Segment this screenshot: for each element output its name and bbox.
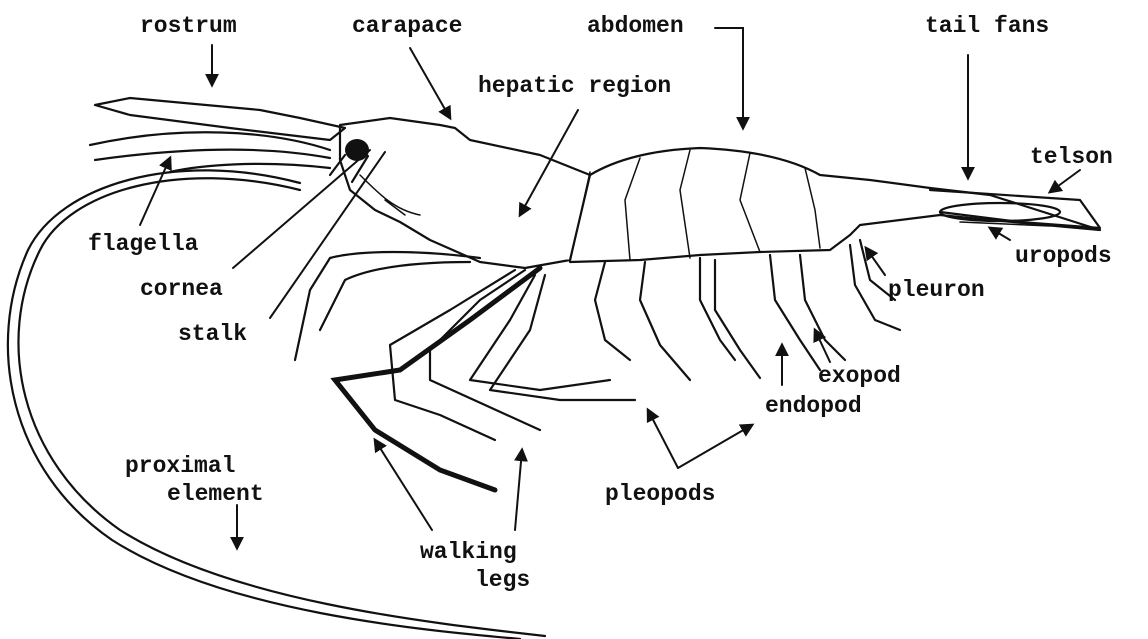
abdomen-segment-2 bbox=[625, 158, 640, 260]
flagellum-mid bbox=[95, 150, 330, 160]
cornea-shape bbox=[345, 139, 369, 161]
label-uropods: uropods bbox=[1015, 243, 1112, 269]
abdomen-arrow bbox=[715, 28, 743, 128]
abdomen-segment-4 bbox=[740, 153, 760, 252]
labels: rostrum carapace abdomen tail fans hepat… bbox=[88, 13, 1113, 593]
label-stalk: stalk bbox=[178, 321, 247, 347]
front-leg-b bbox=[320, 262, 470, 330]
abdomen-segment-3 bbox=[680, 150, 690, 258]
walking-legs bbox=[295, 252, 635, 490]
pleopod-2 bbox=[640, 262, 690, 380]
label-telson: telson bbox=[1030, 144, 1113, 170]
abdomen-segment-5 bbox=[805, 168, 820, 248]
flagella-arrow bbox=[140, 158, 170, 225]
label-flagella: flagella bbox=[88, 231, 199, 257]
walking-legs-arrow-left bbox=[375, 440, 432, 530]
walking-leg-1 bbox=[335, 268, 540, 490]
label-legs: legs bbox=[475, 567, 530, 593]
carapace-detail bbox=[360, 175, 420, 215]
pleopod-4 bbox=[715, 260, 760, 378]
pleopods-arrow-left bbox=[648, 410, 678, 468]
uropods-arrow bbox=[990, 228, 1010, 240]
label-walking: walking bbox=[420, 539, 517, 565]
pleopod-3 bbox=[700, 258, 735, 360]
carapace-arrow bbox=[410, 48, 450, 118]
label-hepatic-region: hepatic region bbox=[478, 73, 671, 99]
stalk-arrow bbox=[270, 152, 385, 318]
abdomen-segment-1 bbox=[570, 172, 590, 262]
label-pleuron: pleuron bbox=[888, 277, 985, 303]
label-pleopods: pleopods bbox=[605, 481, 715, 507]
label-exopod: exopod bbox=[818, 363, 901, 389]
label-element: element bbox=[167, 481, 264, 507]
cornea-arrow bbox=[233, 150, 370, 268]
rostrum-shape bbox=[95, 98, 345, 140]
pleopod-5 bbox=[770, 255, 820, 370]
carapace-shape bbox=[340, 118, 590, 268]
pleopod-1 bbox=[595, 262, 630, 360]
pleopods-arrow-right bbox=[678, 425, 752, 468]
label-rostrum: rostrum bbox=[140, 13, 237, 39]
label-tail-fans: tail fans bbox=[925, 13, 1049, 39]
label-proximal: proximal bbox=[125, 453, 235, 479]
walking-leg-5 bbox=[490, 275, 635, 400]
label-endopod: endopod bbox=[765, 393, 862, 419]
telson-arrow bbox=[1050, 170, 1080, 192]
shrimp-illustration bbox=[8, 98, 1100, 639]
walking-leg-2 bbox=[390, 270, 515, 440]
label-cornea: cornea bbox=[140, 276, 223, 302]
label-abdomen: abdomen bbox=[587, 13, 684, 39]
walking-legs-arrow-right bbox=[515, 450, 522, 530]
hepatic-region-arrow bbox=[520, 110, 578, 215]
eye bbox=[330, 139, 369, 182]
label-carapace: carapace bbox=[352, 13, 462, 39]
